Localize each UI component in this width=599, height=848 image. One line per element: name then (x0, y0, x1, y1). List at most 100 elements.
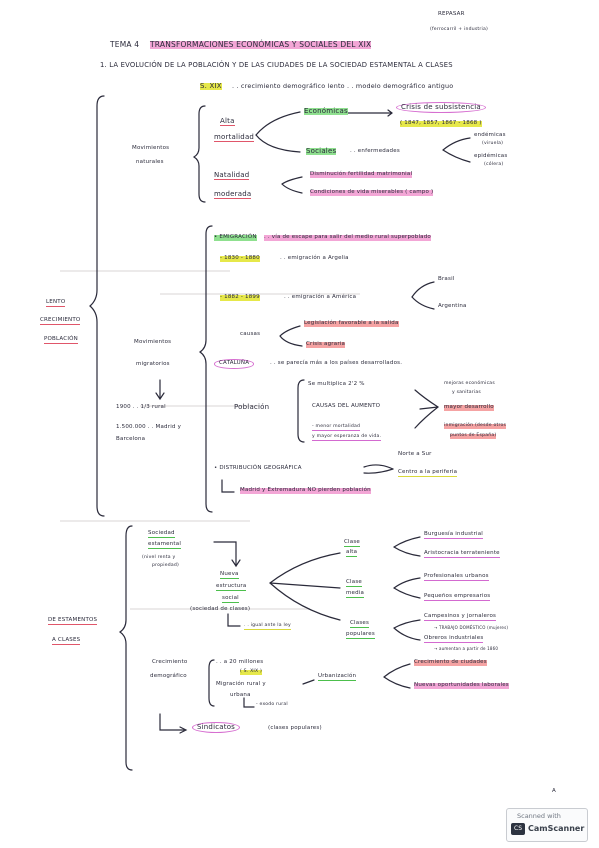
s-xix-note: ( S. XIX ) (240, 669, 262, 675)
causas-label: causas (240, 331, 261, 337)
mejoras-sanitarias: y sanitarias (452, 390, 481, 395)
emigracion-america: . . emigración a América (284, 294, 357, 300)
exodo-rural: - exodo rural (256, 702, 288, 707)
sindicatos-label: Sindicatos (192, 722, 241, 733)
epidemicas-note: (cólera) (484, 162, 504, 167)
brasil-label: Brasil (438, 276, 455, 282)
show-through-line (130, 608, 310, 610)
economicas-label: Económicas (304, 107, 348, 115)
mortalidad-label: mortalidad (214, 133, 255, 142)
cataluna-desc: . . se parecía más a los países desarrol… (270, 360, 403, 366)
pequenos-empresarios: Pequeños empresarios (424, 593, 491, 601)
migracion-urbana: urbana (230, 692, 251, 698)
mig-1900: 1900 . . 1/3 rural (116, 404, 166, 410)
mejoras-economicas: mejoras económicas (444, 381, 495, 386)
mig-1500000: 1.500.000 . . Madrid y (116, 424, 182, 430)
scanned-with-text: Scanned with (517, 812, 561, 820)
clase-alta-1: Clase (344, 539, 360, 547)
emigracion-desc: . . vía de escape para salir del medio r… (264, 234, 431, 241)
condiciones-vida: Condiciones de vida miserables ( campo ) (310, 189, 434, 196)
clases-populares-1: Clases (350, 620, 370, 628)
obreros-industriales: Obreros industriales (424, 635, 484, 643)
poblacion-sub-label: Población (234, 403, 270, 411)
page-mark: A (552, 788, 556, 794)
years-1882-1899: - 1882 - 1899 (220, 294, 260, 301)
repasar-note: (ferrocarril + industria) (430, 27, 488, 32)
sociedad-estamental-1: Sociedad (148, 530, 175, 538)
s-xix-label: S. XIX (200, 82, 222, 90)
estructura-label: estructura (216, 583, 247, 591)
show-through-line (60, 270, 230, 272)
emigracion-label: • EMIGRACIÓN (214, 234, 257, 241)
aristocracia-terrateniente: Aristocracia terrateniente (424, 550, 500, 558)
poblacion-label: POBLACIÓN (44, 336, 78, 344)
campesinos-jornaleros: Campesinos y jornaleros (424, 613, 497, 621)
obreros-note: → aumentan a partir de 1860 (434, 646, 499, 651)
years-1830-1880: - 1830 - 1880 (220, 255, 260, 262)
disminucion-fertilidad: Disminución fertilidad matrimonial (310, 171, 413, 178)
a-20-millones: . . a 20 millones (216, 659, 264, 665)
crecimiento-ciudades: Crecimiento de ciudades (414, 659, 487, 666)
sociedad-de-clases: (sociedad de clases) (190, 606, 251, 612)
crisis-years: ( 1847, 1857, 1867 - 1868 ) (400, 120, 482, 127)
lento-label: LENTO (46, 299, 66, 307)
distribucion-geografica: • DISTRIBUCIÓN GEOGRÁFICA (214, 465, 302, 471)
centro-periferia: Centro a la periferia (398, 469, 458, 477)
sociales-label: Sociales (306, 147, 337, 155)
se-multiplica: Se multiplica 2'2 % (308, 381, 365, 387)
nueva-label: Nueva (220, 571, 239, 579)
legislacion-label: Legislación favorable a la salida (304, 320, 399, 327)
section1-title: 1. LA EVOLUCIÓN DE LA POBLACIÓN Y DE LAS… (100, 61, 453, 69)
clase-alta-2: alta (346, 549, 358, 557)
alta-label: Alta (220, 117, 235, 126)
crecimiento-label: CRECIMIENTO (40, 317, 81, 325)
norte-sur: Norte a Sur (398, 451, 432, 457)
sociedad-estamental-2: estamental (148, 541, 182, 549)
movimientos-naturales-2: naturales (136, 159, 164, 165)
crecimiento-demografico-1: Crecimiento (152, 659, 188, 665)
camscanner-stamp: Scanned with CS CamScanner (506, 808, 588, 842)
inmigracion-label: inmigración (desde otros (444, 423, 507, 429)
show-through-line (60, 520, 250, 522)
crecimiento-demografico: . . crecimiento demográfico lento . . mo… (232, 82, 454, 90)
sociedad-estamental-4: propiedad) (152, 563, 179, 568)
inmigracion-espana: puntos de España) (450, 433, 497, 439)
urbanizacion-label: Urbanización (318, 673, 357, 681)
endemicas-note: (viruela) (482, 141, 504, 146)
show-through-line (140, 405, 260, 407)
natalidad-label: Natalidad (214, 171, 250, 180)
clases-populares-2: populares (346, 631, 375, 639)
endemicas-label: endémicas (474, 132, 506, 138)
epidemicas-label: epidémicas (474, 153, 508, 159)
madrid-extremadura: Madrid y Extremadura NO pierden població… (240, 487, 371, 494)
tema-title: TRANSFORMACIONES ECONÓMICAS Y SOCIALES D… (150, 40, 372, 49)
causas-aumento: CAUSAS DEL AUMENTO (312, 403, 381, 409)
movimientos-migratorios-2: migratorios (136, 361, 170, 367)
campesinos-note: → TRABAJO DOMÉSTICO (mujeres) (434, 625, 509, 630)
a-clases-label: A CLASES (52, 637, 81, 645)
camscanner-text: CamScanner (528, 824, 585, 833)
crisis-subsistencia: Crisis de subsistencia (396, 102, 486, 113)
social-label: social (222, 595, 239, 603)
clase-media-2: media (346, 590, 365, 598)
repasar-label: REPASAR (438, 11, 465, 17)
crisis-agraria: Crisis agraria (306, 341, 346, 348)
cataluna-label: CATALUÑA (214, 359, 255, 369)
camscanner-logo-icon: CS (511, 823, 525, 835)
movimientos-naturales-1: Movimientos (132, 145, 170, 151)
enfermedades-label: . . enfermedades (350, 148, 400, 154)
menor-mortalidad: - menor mortalidad (312, 424, 361, 431)
de-estamentos-label: DE ESTAMENTOS (48, 617, 98, 625)
movimientos-migratorios-1: Movimientos (134, 339, 172, 345)
profesionales-urbanos: Profesionales urbanos (424, 573, 489, 581)
crecimiento-demografico-2: demográfico (150, 673, 187, 679)
igual-ante-la-ley: . . igual ante la ley (244, 623, 291, 630)
clase-media-1: Clase (346, 579, 362, 587)
mayor-esperanza: y mayor esperanza de vida. (312, 434, 382, 441)
nuevas-oportunidades: Nuevas oportunidades laborales (414, 682, 509, 689)
burguesia-industrial: Burguesía industrial (424, 531, 483, 539)
argentina-label: Argentina (438, 303, 467, 309)
sociedad-estamental-3: (nivel renta y (142, 555, 176, 560)
moderada-label: moderada (214, 190, 252, 199)
